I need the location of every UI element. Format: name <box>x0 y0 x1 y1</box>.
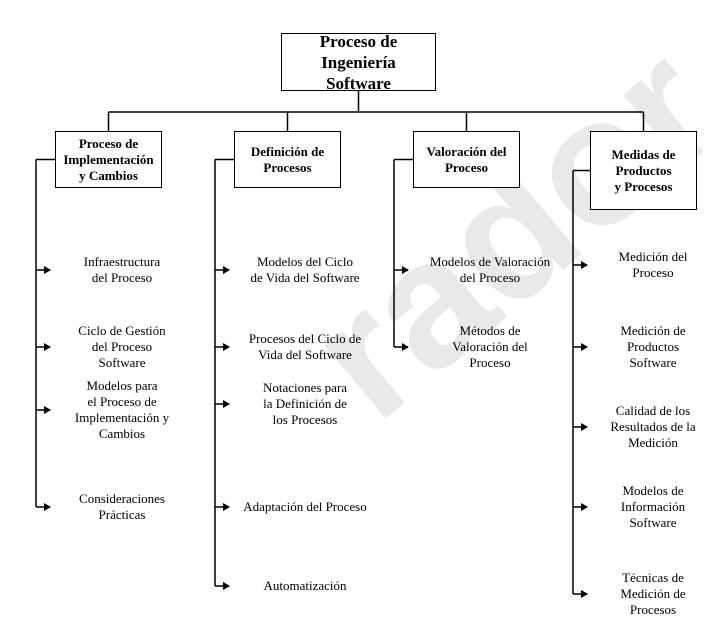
arrow-head-icon <box>223 400 230 408</box>
category-node-implementation: Proceso de Implementación y Cambios <box>55 131 162 188</box>
process-item: Modelos de Valoración del Proceso <box>429 254 551 285</box>
arrow-head-icon <box>402 343 409 351</box>
process-item: Notaciones para la Definición de los Pro… <box>262 380 348 427</box>
root-node: Proceso de Ingeniería Software <box>281 32 436 93</box>
process-item: Modelos para el Proceso de Implementació… <box>74 378 170 441</box>
process-item: Automatización <box>263 578 347 593</box>
process-item: Medición del Proceso <box>618 249 688 280</box>
category-node-definition: Definición de Procesos <box>234 131 341 188</box>
process-item: Modelos del Ciclo de Vida del Software <box>250 254 360 285</box>
process-item: Métodos de Valoración del Proceso <box>452 323 528 370</box>
arrow-head-icon <box>223 266 230 274</box>
arrow-head-icon <box>44 266 51 274</box>
arrow-head-icon <box>581 343 588 351</box>
arrow-head-icon <box>581 503 588 511</box>
arrow-head-icon <box>44 406 51 414</box>
process-item: Infraestructura del Proceso <box>83 254 161 285</box>
arrow-head-icon <box>581 590 588 598</box>
process-item: Ciclo de Gestión del Proceso Software <box>78 323 166 370</box>
process-item: Calidad de los Resultados de la Medición <box>610 403 696 450</box>
category-node-measurement: Medidas de Productos y Procesos <box>590 131 697 210</box>
process-item: Procesos del Ciclo de Vida del Software <box>248 331 362 362</box>
arrow-head-icon <box>223 582 230 590</box>
arrow-head-icon <box>581 261 588 269</box>
process-item: Consideraciones Prácticas <box>79 491 165 522</box>
category-node-assessment: Valoración del Proceso <box>413 131 520 188</box>
process-item: Medición de Productos Software <box>620 323 686 370</box>
process-item: Técnicas de Medición de Procesos <box>620 570 686 617</box>
process-item: Adaptación del Proceso <box>243 499 367 514</box>
arrow-head-icon <box>223 503 230 511</box>
arrow-head-icon <box>44 503 51 511</box>
arrow-head-icon <box>402 266 409 274</box>
process-item: Modelos de Información Software <box>620 483 686 530</box>
arrow-head-icon <box>223 343 230 351</box>
arrow-head-icon <box>581 423 588 431</box>
arrow-head-icon <box>44 343 51 351</box>
